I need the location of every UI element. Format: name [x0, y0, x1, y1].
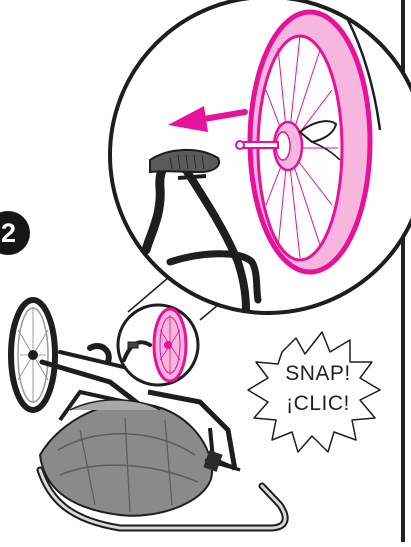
- snap-callout-burst: [248, 332, 380, 452]
- canopy: [40, 403, 212, 516]
- front-wheel: [11, 300, 55, 410]
- step-number: 2: [1, 218, 16, 249]
- large-zoom-circle: [110, 0, 411, 313]
- small-zoom-circle: [118, 305, 198, 385]
